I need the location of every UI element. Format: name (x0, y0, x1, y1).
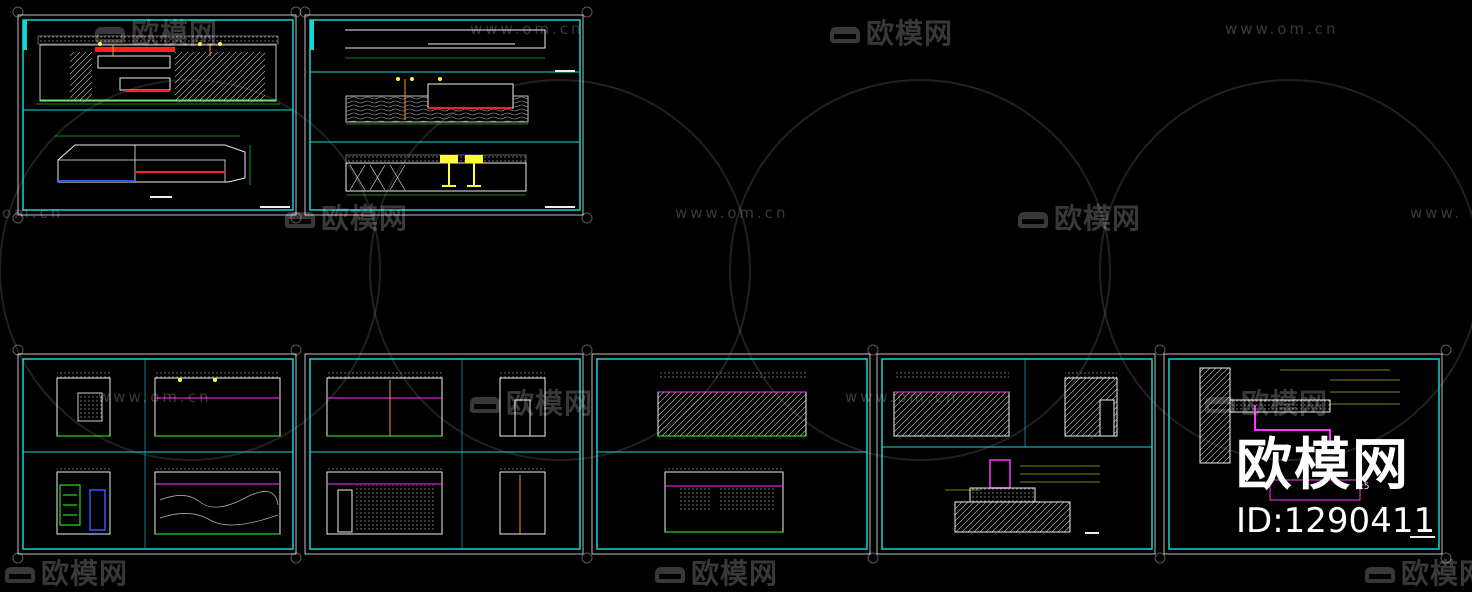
sheet-top-second[interactable] (304, 14, 584, 216)
scale-label: 1:5 (1355, 482, 1370, 492)
id-badge: 欧模网 ID:1290411 (1236, 420, 1435, 541)
sheet-bottom-2[interactable] (304, 353, 584, 555)
sheet-bottom-3[interactable] (591, 353, 871, 555)
sheet-bottom-4[interactable] (876, 353, 1156, 555)
registration-marks (12, 6, 1452, 564)
sheet-bottom-1[interactable] (17, 353, 297, 555)
cad-drawing-canvas[interactable] (0, 0, 1472, 574)
badge-id: ID:1290411 (1236, 501, 1436, 541)
sheet-top-left[interactable] (17, 14, 297, 216)
badge-logo: 欧模网 (1236, 433, 1410, 498)
sheet-bottom-5[interactable] (1163, 353, 1443, 555)
